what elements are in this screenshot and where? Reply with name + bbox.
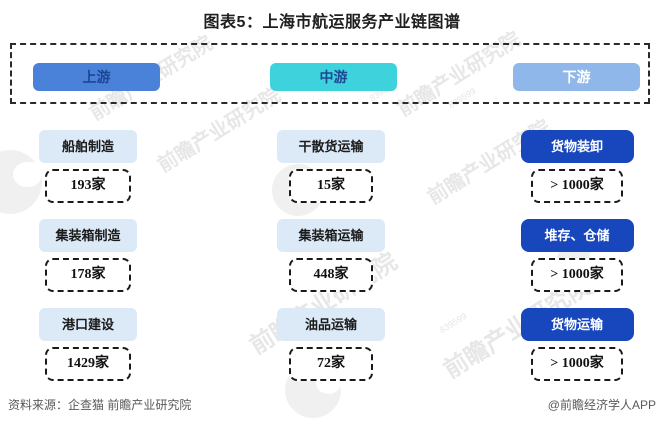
category-box: 货物运输	[520, 308, 634, 341]
category-box: 堆存、仓储	[520, 219, 634, 252]
figure-title: 图表5：上海市航运服务产业链图谱	[203, 14, 461, 31]
column-midstream: 干散货运输 15家 集装箱运输 448家 油品运输 72家	[273, 130, 389, 397]
company-count-box: 1429家	[45, 347, 131, 381]
category-box: 集装箱运输	[277, 219, 385, 252]
column-upstream: 船舶制造 193家 集装箱制造 178家 港口建设 1429家	[30, 130, 146, 397]
stage-pill-downstream: 下游	[513, 63, 640, 91]
credit-note: @前瞻经济学人APP	[547, 398, 656, 412]
watermark-digits: 839599	[437, 310, 469, 336]
company-count-box: 72家	[289, 347, 373, 381]
company-count-box: 448家	[289, 258, 373, 292]
category-box: 干散货运输	[277, 130, 385, 163]
company-count-box: > 1000家	[531, 258, 623, 292]
category-box: 船舶制造	[39, 130, 137, 163]
company-count-box: > 1000家	[531, 347, 623, 381]
category-box: 港口建设	[39, 308, 137, 341]
stage-pill-midstream: 中游	[270, 63, 397, 91]
company-count-box: 15家	[289, 169, 373, 203]
category-box: 油品运输	[277, 308, 385, 341]
company-count-box: 178家	[45, 258, 131, 292]
category-box: 货物装卸	[520, 130, 634, 163]
source-note: 资料来源：企查猫 前瞻产业研究院	[8, 398, 192, 412]
stage-pill-upstream: 上游	[33, 63, 160, 91]
stage-band: 上游 中游 下游	[10, 43, 650, 104]
company-count-box: 193家	[45, 169, 131, 203]
company-count-box: > 1000家	[531, 169, 623, 203]
category-box: 集装箱制造	[39, 219, 137, 252]
column-downstream: 货物装卸 > 1000家 堆存、仓储 > 1000家 货物运输 > 1000家	[517, 130, 637, 397]
